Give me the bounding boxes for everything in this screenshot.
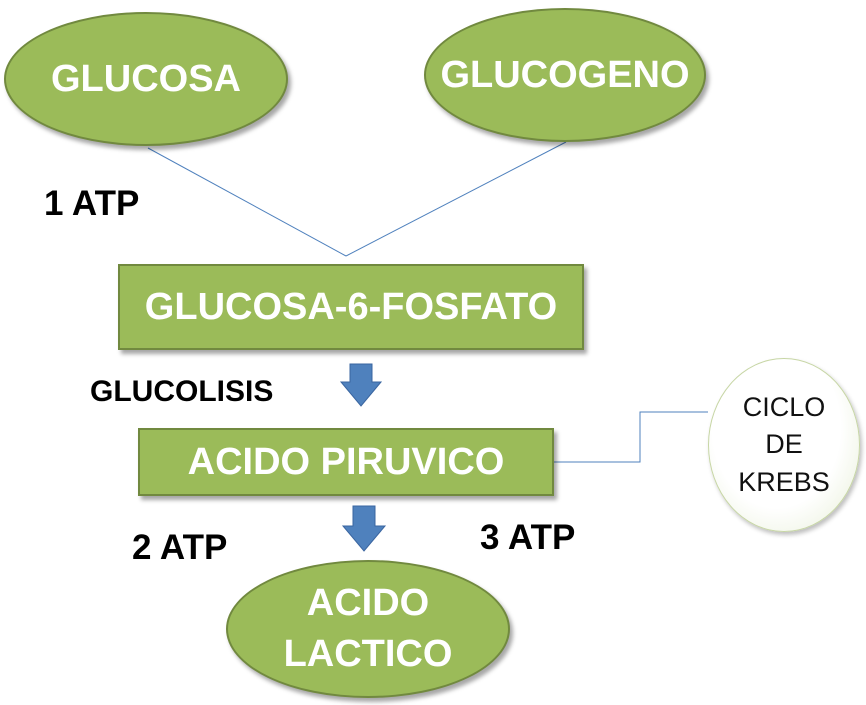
node-glucosa-6-fosfato-label: GLUCOSA-6-FOSFATO (144, 285, 558, 328)
node-krebs-line-3: KREBS (738, 466, 830, 497)
node-acido-lactico-line-2: LACTICO (283, 633, 453, 675)
node-glucosa-label: GLUCOSA (51, 57, 241, 100)
arrow-down-lactico (341, 505, 387, 552)
node-ciclo-de-krebs: CICLO DE KREBS (708, 358, 860, 532)
arrow-down-glucolisis (339, 363, 383, 407)
node-acido-lactico-line-1: ACIDO (306, 581, 430, 624)
node-acido-piruvico-label: ACIDO PIRUVICO (187, 440, 505, 483)
node-glucogeno: GLUCOGENO (424, 8, 706, 142)
node-krebs-line-2: DE (765, 429, 803, 460)
label-atp-2: 2 ATP (132, 528, 228, 567)
node-acido-lactico: ACIDO LACTICO (226, 560, 510, 698)
label-glucolisis: GLUCOLISIS (90, 375, 274, 408)
connector-glucogeno (345, 141, 567, 257)
connector-glucosa (147, 147, 347, 257)
node-glucosa-6-fosfato: GLUCOSA-6-FOSFATO (118, 264, 584, 350)
node-krebs-line-1: CICLO (742, 392, 826, 423)
node-acido-piruvico: ACIDO PIRUVICO (138, 428, 554, 496)
label-atp-3: 3 ATP (480, 518, 576, 557)
connector-krebs (554, 411, 708, 463)
label-atp-1: 1 ATP (44, 184, 140, 223)
node-glucosa: GLUCOSA (4, 12, 288, 146)
node-glucogeno-label: GLUCOGENO (440, 53, 690, 96)
